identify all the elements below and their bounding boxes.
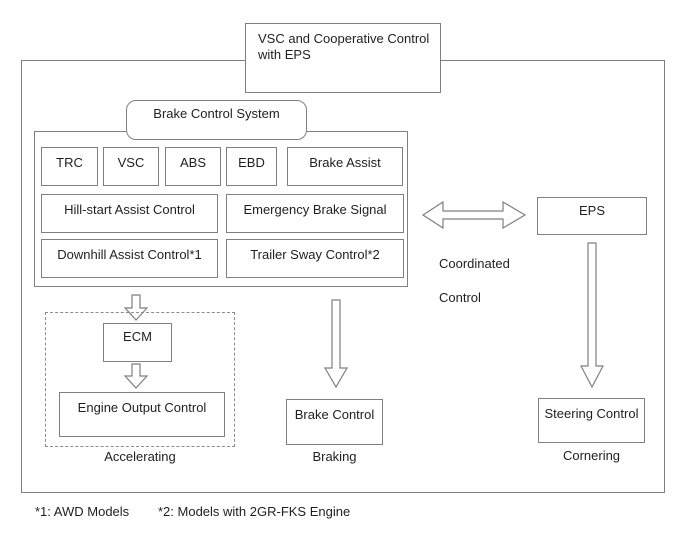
diagram-title-line2: with EPS [258, 47, 311, 62]
eps-box: EPS [537, 197, 647, 235]
arrow-eps-to-steering-control-icon [580, 242, 604, 389]
function-box-hill-start-assist: Hill-start Assist Control [41, 194, 218, 233]
diagram-title-line1: VSC and Cooperative Control [258, 31, 430, 46]
ecm-box: ECM [103, 323, 172, 362]
arrow-ecm-to-engine-output-icon [123, 363, 149, 389]
coordinated-control-double-arrow-icon [421, 200, 527, 230]
accelerating-caption: Accelerating [104, 449, 176, 464]
footnote-2gr-fks-engine: *2: Models with 2GR-FKS Engine [158, 504, 351, 519]
coordinated-control-label: Coordinated Control [439, 238, 510, 323]
arrow-brakesystem-to-ecm-icon [123, 294, 149, 321]
coordinated-control-line1: Coordinated [439, 256, 510, 271]
function-box-vsc: VSC [103, 147, 159, 186]
function-box-trailer-sway: Trailer Sway Control*2 [226, 239, 404, 278]
brake-control-system-label: Brake Control System [126, 100, 307, 140]
function-box-emergency-brake-signal: Emergency Brake Signal [226, 194, 404, 233]
brake-control-box: Brake Control [286, 399, 383, 445]
steering-control-box: Steering Control [538, 398, 645, 443]
engine-output-control-box: Engine Output Control [59, 392, 225, 437]
function-box-downhill-assist: Downhill Assist Control*1 [41, 239, 218, 278]
braking-caption: Braking [312, 449, 357, 464]
coordinated-control-line2: Control [439, 290, 481, 305]
function-box-abs: ABS [165, 147, 221, 186]
accelerating-dashed-group [45, 312, 235, 447]
cornering-caption: Cornering [562, 448, 621, 463]
arrow-brakesystem-to-brake-control-icon [323, 299, 349, 389]
diagram-title-box: VSC and Cooperative Control with EPS [245, 23, 441, 93]
function-box-trc: TRC [41, 147, 98, 186]
footnote-awd-models: *1: AWD Models [35, 504, 130, 519]
function-box-ebd: EBD [226, 147, 277, 186]
function-box-brake-assist: Brake Assist [287, 147, 403, 186]
